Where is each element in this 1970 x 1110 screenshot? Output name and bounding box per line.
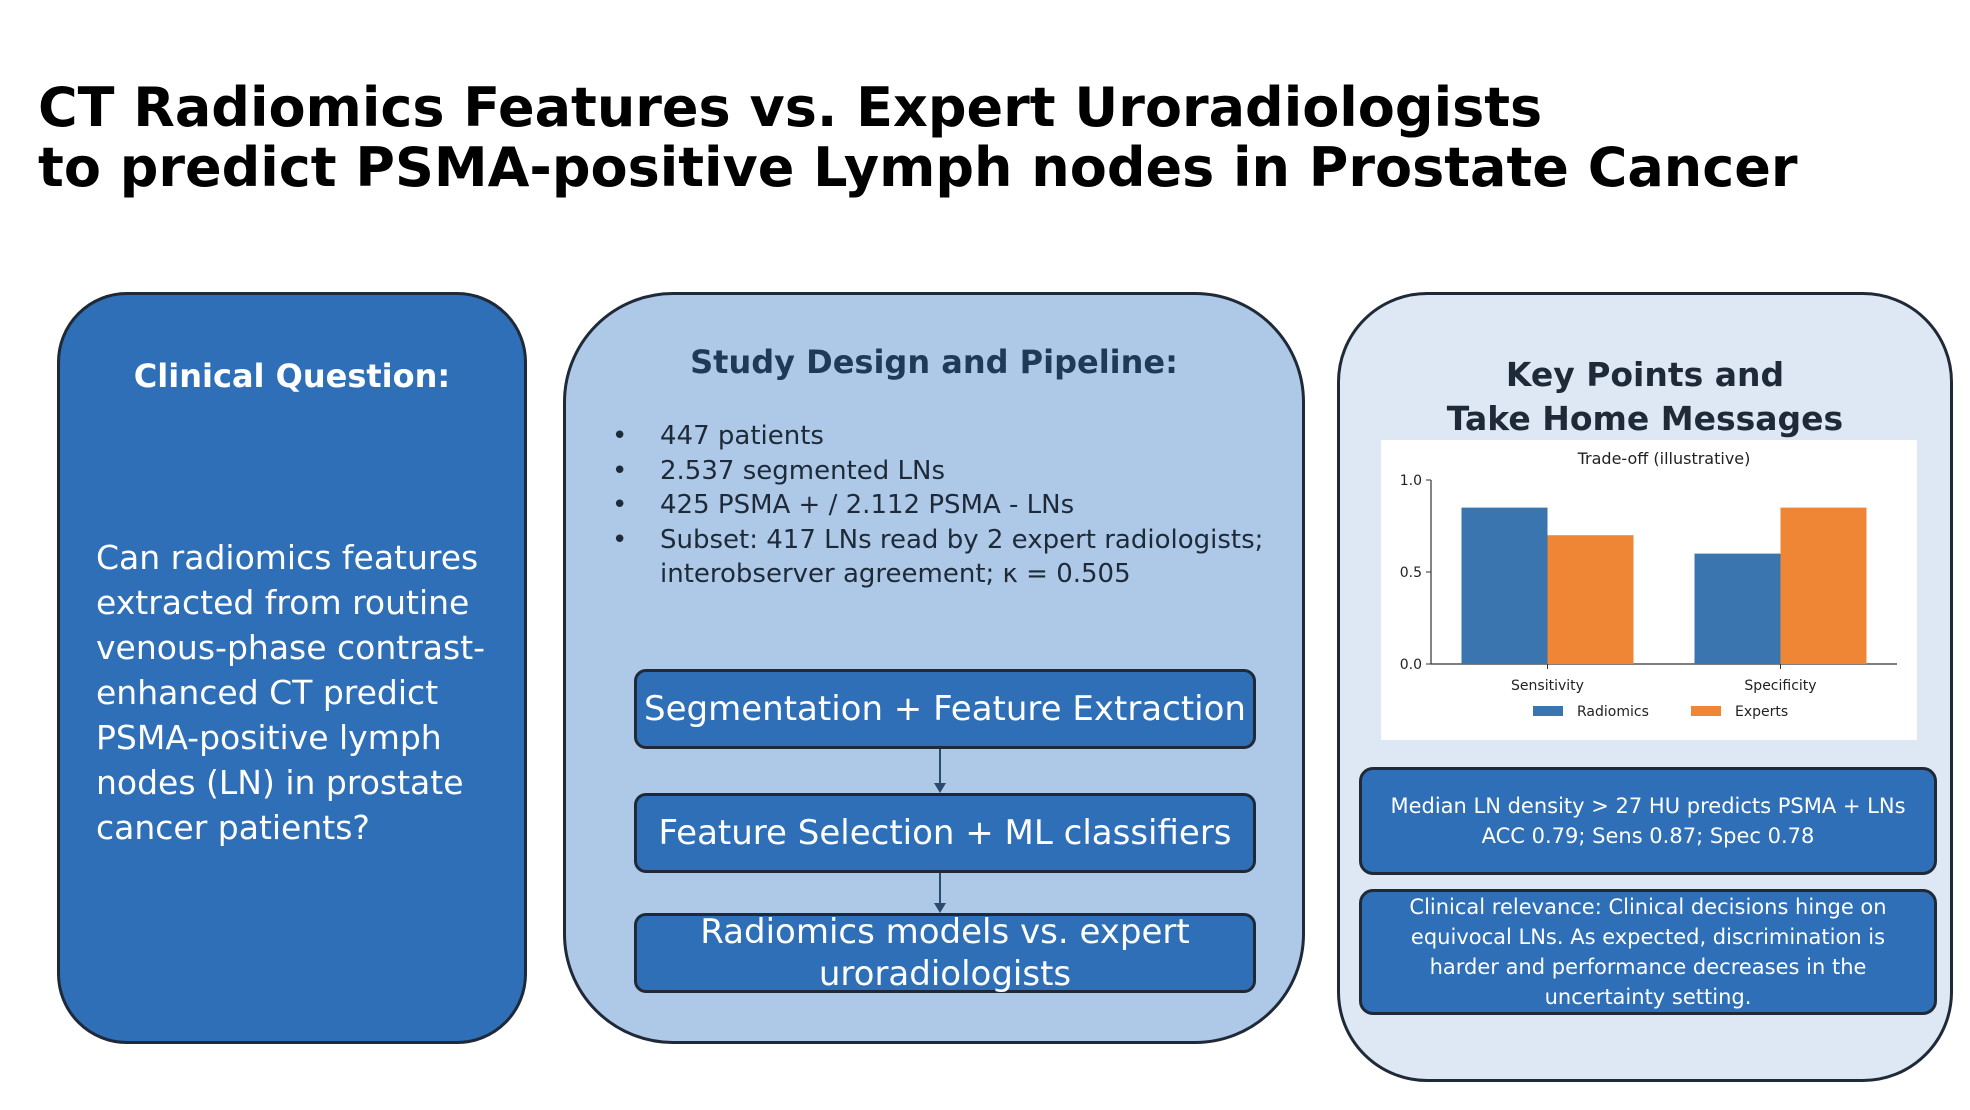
key-point-density-line-2: ACC 0.79; Sens 0.87; Spec 0.78 xyxy=(1481,824,1815,848)
list-item-text: 425 PSMA + / 2.112 PSMA - LNs xyxy=(660,490,1075,520)
list-item-text: Subset: 417 LNs read by 2 expert radiolo… xyxy=(660,524,1264,590)
title-line-1: CT Radiomics Features vs. Expert Uroradi… xyxy=(38,76,1543,139)
key-points-heading-line-2: Take Home Messages xyxy=(1446,399,1844,438)
y-tick-label: 0.5 xyxy=(1400,565,1422,581)
clinical-question-heading: Clinical Question: xyxy=(133,357,451,395)
bar-experts-specificity xyxy=(1780,507,1867,664)
legend-label: Radiomics xyxy=(1577,704,1649,720)
list-item: • 447 patients xyxy=(612,419,1282,454)
key-point-density-line-1: Median LN density > 27 HU predicts PSMA … xyxy=(1390,794,1906,818)
legend-swatch xyxy=(1533,706,1563,716)
pipeline-step-feature-selection: Feature Selection + ML classifiers xyxy=(634,793,1256,873)
pipeline-step-comparison: Radiomics models vs. expert uroradiologi… xyxy=(634,912,1256,994)
key-point-density: Median LN density > 27 HU predicts PSMA … xyxy=(1359,767,1937,875)
bar-radiomics-sensitivity xyxy=(1461,507,1548,664)
x-tick-label: Sensitivity xyxy=(1511,678,1584,694)
pipeline-step-label: Radiomics models vs. expert uroradiologi… xyxy=(700,912,1190,994)
study-design-card: Study Design and Pipeline: • 447 patients… xyxy=(563,292,1305,1044)
clinical-question-text: Can radiomics features extracted from ro… xyxy=(96,538,486,847)
key-points-heading: Key Points and Take Home Messages xyxy=(1340,353,1950,441)
bullet-marker: • xyxy=(612,490,628,520)
legend-swatch xyxy=(1691,706,1721,716)
page-title: CT Radiomics Features vs. Expert Uroradi… xyxy=(38,78,1938,198)
list-item: • 425 PSMA + / 2.112 PSMA - LNs xyxy=(612,488,1282,523)
x-tick-label: Specificity xyxy=(1744,678,1816,694)
arrow-down-icon xyxy=(934,873,946,913)
study-design-list: • 447 patients • 2.537 segmented LNs • 425 … xyxy=(612,419,1282,592)
arrow-down-icon xyxy=(934,749,946,793)
legend-label: Experts xyxy=(1735,704,1788,720)
title-line-2: to predict PSMA-positive Lymph nodes in … xyxy=(38,136,1798,199)
key-point-clinical-relevance-text: Clinical relevance: Clinical decisions h… xyxy=(1409,895,1887,1009)
bullet-marker: • xyxy=(612,524,628,555)
bar-radiomics-specificity xyxy=(1694,553,1781,664)
y-tick-label: 0.0 xyxy=(1400,657,1422,673)
bullet-marker: • xyxy=(612,455,628,486)
list-item-text: 2.537 segmented LNs xyxy=(660,455,945,486)
clinical-question-card: Clinical Question: Can radiomics feature… xyxy=(57,292,527,1044)
key-points-card: Key Points and Take Home Messages Trade-… xyxy=(1337,292,1953,1082)
list-item: • Subset: 417 LNs read by 2 expert radiol… xyxy=(612,523,1282,592)
chart-title: Trade-off (illustrative) xyxy=(1577,449,1751,468)
list-item: • 2.537 segmented LNs xyxy=(612,454,1282,489)
pipeline-step-segmentation: Segmentation + Feature Extraction xyxy=(634,669,1256,749)
study-design-heading: Study Design and Pipeline: xyxy=(690,343,1178,381)
key-points-heading-line-1: Key Points and xyxy=(1505,355,1785,394)
pipeline-step-label: Segmentation + Feature Extraction xyxy=(644,689,1246,729)
bar-experts-sensitivity xyxy=(1547,535,1634,664)
key-point-clinical-relevance: Clinical relevance: Clinical decisions h… xyxy=(1359,889,1937,1015)
y-tick-label: 1.0 xyxy=(1400,473,1422,489)
pipeline-step-label: Feature Selection + ML classifiers xyxy=(658,813,1232,853)
list-item-text: 447 patients xyxy=(660,421,824,451)
bullet-marker: • xyxy=(612,421,628,451)
bar-chart: Trade-off (illustrative) 0.0 0.5 1.0Sensiti… xyxy=(1400,449,1897,720)
